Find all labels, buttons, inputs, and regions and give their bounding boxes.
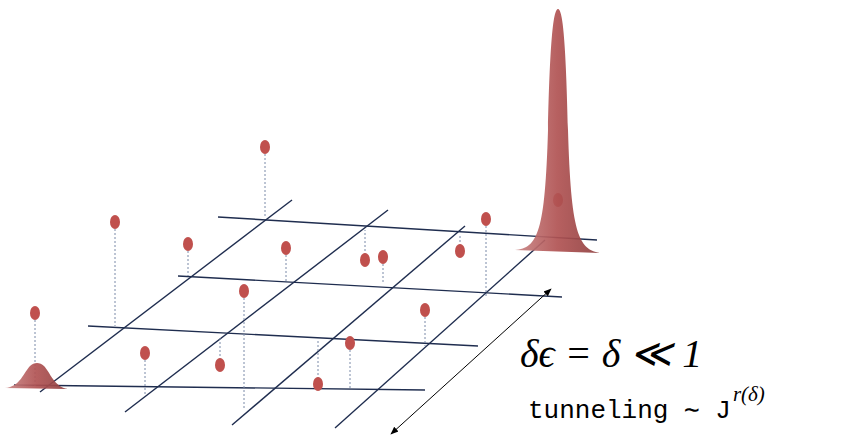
tunneling-exponent: r(δ) <box>733 384 765 405</box>
large-wavepacket <box>515 9 600 253</box>
energy-dots <box>30 140 563 391</box>
lattice-grid <box>14 200 597 428</box>
energy-stems <box>35 150 486 410</box>
energy-condition: δϵ = δ ≪ 1 <box>520 334 702 374</box>
small-wavepacket <box>5 363 68 389</box>
tunneling-label: tunneling ∼ J <box>528 398 731 424</box>
